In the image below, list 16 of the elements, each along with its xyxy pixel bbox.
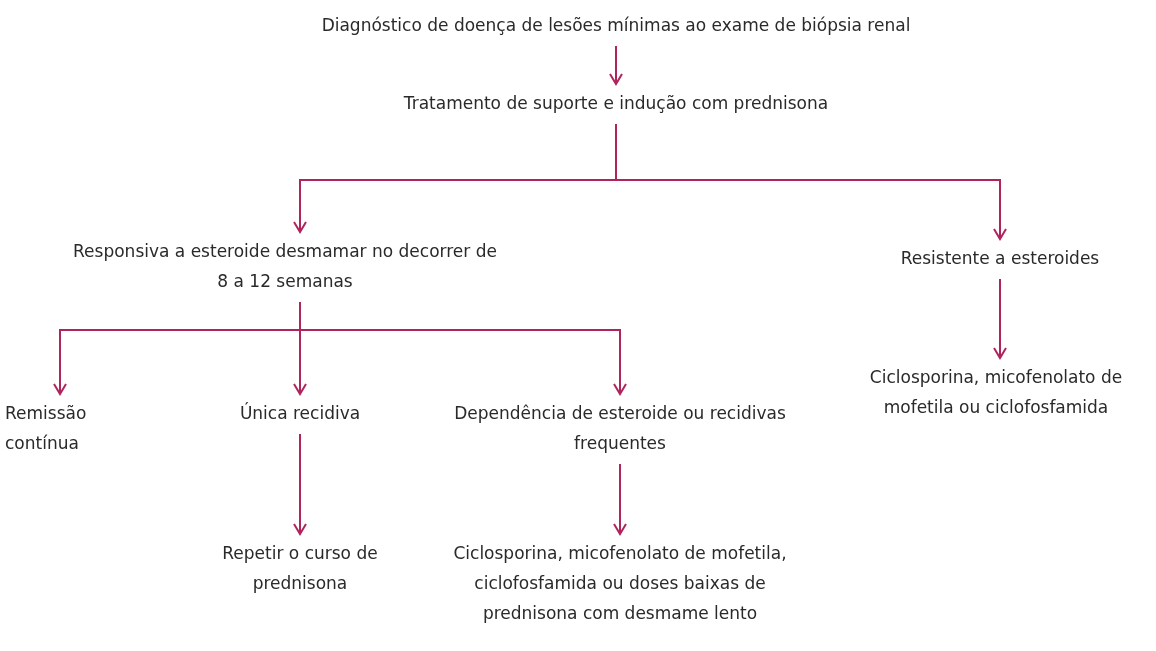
node-text: Responsiva a esteroide desmamar no decorrer de 8 a 12 semanas	[72, 240, 498, 293]
arrow	[293, 433, 307, 535]
arrow	[299, 301, 627, 395]
node-text: Tratamento de suporte e indução com prednisona	[402, 92, 830, 115]
arrow	[993, 278, 1007, 359]
node-text: Ciclosporina, micofenolato de mofetila, ciclofosfamida ou doses baixas de prednisona com desmame lento	[452, 542, 788, 625]
node-text: Dependência de esteroide ou recidivas frequentes	[453, 402, 787, 455]
node-text: Resistente a esteroides	[899, 247, 1101, 270]
node-text: Repetir o curso de prednisona	[221, 542, 379, 595]
node-text: Diagnóstico de doença de lesões mínimas ao exame de biópsia renal	[320, 14, 912, 37]
node-text: Remissão contínua	[5, 402, 88, 455]
node-text: Ciclosporina, micofenolato de mofetila ou ciclofosfamida	[868, 366, 1124, 419]
node-text: Única recidiva	[238, 401, 362, 425]
arrow	[613, 463, 627, 535]
arrow	[609, 45, 623, 85]
arrow	[615, 123, 1007, 240]
